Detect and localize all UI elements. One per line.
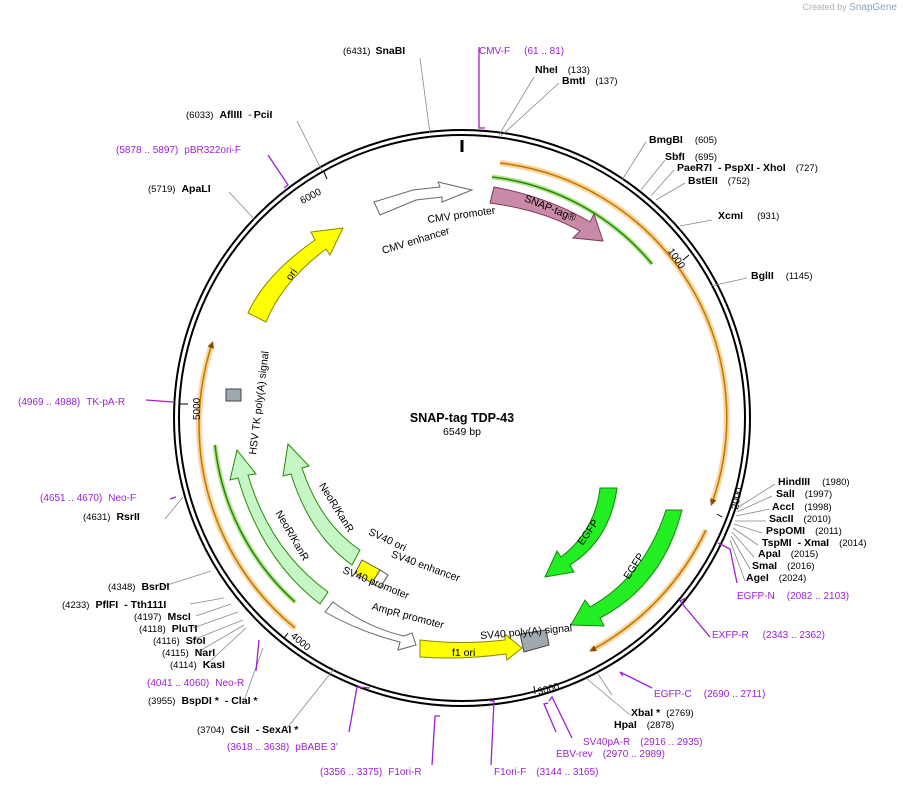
enzyme-hindiii: HindIII(1980) [778, 476, 850, 488]
primer-tkpa: (4969 .. 4988)TK-pA-R [18, 397, 125, 408]
orf-arc-right [499, 160, 730, 505]
snap-orf-arc-line [491, 176, 653, 265]
enzyme-xbai: XbaI *(2769) [631, 707, 694, 719]
tick-label-3000: 3000 [536, 681, 561, 697]
enzyme-pspomi: PspOMI(2011) [766, 525, 842, 537]
primer-egfpn: EGFP-N(2082 .. 2103) [737, 591, 849, 602]
enzyme-hpai: HpaI(2878) [614, 719, 674, 731]
tick-mark-1000 [682, 254, 690, 261]
f1-ori-arrow [419, 632, 523, 661]
primer-neor: (4041 .. 4060)Neo-R [147, 678, 244, 689]
tick-label-5000: 5000 [192, 397, 203, 420]
orf-arc-right-line [499, 162, 728, 507]
enzyme-bglii: BglII(1145) [751, 270, 813, 282]
enzyme-sali: SalI(1997) [776, 488, 832, 500]
enzyme-bsrdi: (4348)BsrDI [108, 581, 170, 593]
feature-label-sv40-ori: SV40 ori [366, 526, 408, 554]
tick-mark-4000 [283, 632, 289, 639]
neokan-inner-arrow [282, 442, 361, 566]
tick-mark-3000 [533, 685, 536, 695]
primer-cmvf: CMV-F(61 .. 81) [479, 46, 564, 57]
orf-arc-lower-line [589, 529, 707, 652]
enzyme-nhei: NheI(133) [535, 64, 590, 76]
sv40-enhancer-box [371, 569, 389, 589]
cmv-enhancer-arrow [373, 181, 474, 216]
neokan-outer-arrow [229, 448, 329, 605]
enzyme-smai: SmaI(2016) [752, 560, 815, 572]
credit-prefix: Created by [802, 2, 847, 12]
primer-ebvrev: EBV-rev(2970 .. 2989) [556, 749, 665, 760]
feature-label-cmv-enhancer: CMV enhancer [381, 225, 452, 257]
primer-sv40par: SV40pA-R(2916 .. 2935) [583, 737, 703, 748]
hsv-tk-box [225, 388, 242, 402]
primer-neof: (4651 .. 4670)Neo-F [40, 493, 136, 504]
enzyme-pluti: (4118)PluTI [139, 623, 198, 635]
egfp-arrow-2 [570, 509, 683, 627]
enzyme-sbfi: SbfI(695) [665, 151, 717, 163]
primer-exfpr: EXFP-R(2343 .. 2362) [712, 630, 825, 641]
plasmid-length: 6549 bp [443, 426, 481, 438]
feature-label-ampr-promoter: AmpR promoter [370, 601, 445, 632]
feature-label-hsv-tk: HSV TK poly(A) signal [247, 350, 272, 455]
backbone-inner [178, 134, 746, 702]
enzyme-labels: (6431)SnaBI NheI(133) BmtI(137) (6033)Af… [62, 45, 867, 736]
orf-arc-left-line [198, 340, 296, 629]
primer-pbr322: (5878 .. 5897)pBR322ori-F [116, 145, 241, 156]
primer-markers [145, 47, 738, 766]
neo-orf-arc-line [214, 444, 296, 603]
egfp-arrow-1 [544, 487, 618, 578]
enzyme-afliii: (6033)AflIII-PciI [186, 109, 272, 121]
enzyme-kasi: (4114)KasI [170, 659, 225, 671]
tick-label-6000: 6000 [299, 186, 324, 206]
enzyme-snabi: (6431)SnaBI [343, 45, 405, 57]
enzyme-bmti: BmtI(137) [562, 75, 618, 87]
enzyme-sfoi: (4116)SfoI [153, 635, 206, 647]
tick-mark-2000 [716, 513, 723, 518]
primer-f1orif: F1ori-F(3144 .. 3165) [494, 767, 599, 778]
snapgene-credit: Created by SnapGene [803, 2, 897, 13]
enzyme-leaders [160, 57, 776, 729]
snap-tag-arrow [489, 186, 604, 242]
enzyme-msci: (4197)MscI [134, 611, 191, 623]
tick-mark-6000 [323, 171, 328, 180]
enzyme-agei: AgeI(2024) [746, 572, 806, 584]
backbone-outer [173, 129, 751, 707]
tick-label-2000: 2000 [730, 486, 745, 510]
enzyme-rsrii: (4631)RsrII [83, 511, 140, 523]
enzyme-bspdi: (3955)BspDI *- ClaI * [148, 695, 258, 707]
enzyme-csii: (3704)CsiI- SexAI * [197, 724, 299, 736]
enzyme-acci: AccI(1998) [772, 501, 832, 513]
enzyme-nari: (4115)NarI [162, 647, 215, 659]
sv40-polya-box [519, 629, 550, 653]
enzyme-bmgbi: BmgBI(605) [649, 134, 717, 146]
enzyme-xcmi: XcmI(931) [718, 210, 779, 222]
feature-label-f1-ori: f1 ori [452, 647, 475, 659]
primer-labels: CMV-F(61 .. 81) (5878 .. 5897)pBR322ori-… [18, 46, 849, 778]
enzyme-paer7i: PaeR7I- PspXI - XhoI(727) [677, 162, 818, 174]
credit-brand: SnapGene [849, 2, 897, 13]
feature-label-cmv-promoter: CMV promoter [427, 204, 497, 225]
primer-egfpc: EGFP-C(2690 .. 2711) [654, 689, 765, 700]
plasmid-name: SNAP-tag TDP-43 [410, 411, 514, 425]
enzyme-bsteii: BstEII(752) [688, 175, 750, 187]
ori-arrow [247, 227, 344, 323]
enzyme-pflfi: (4233)PflFI- Tth111I [62, 599, 166, 611]
sv40-promoter-arrow [324, 601, 417, 651]
enzyme-tspmi: TspMI- XmaI(2014) [762, 537, 867, 549]
enzyme-sacii: SacII(2010) [769, 513, 831, 525]
feature-label-ori: ori [284, 266, 301, 282]
primer-pbabe: (3618 .. 3638)pBABE 3' [227, 742, 338, 753]
enzyme-apai: ApaI(2015) [758, 548, 818, 560]
feature-label-sv40-enhancer: SV40 enhancer [390, 548, 463, 584]
primer-f1orir: (3356 .. 3375)F1ori-R [320, 767, 422, 778]
enzyme-apali: (5719)ApaLI [148, 183, 211, 195]
